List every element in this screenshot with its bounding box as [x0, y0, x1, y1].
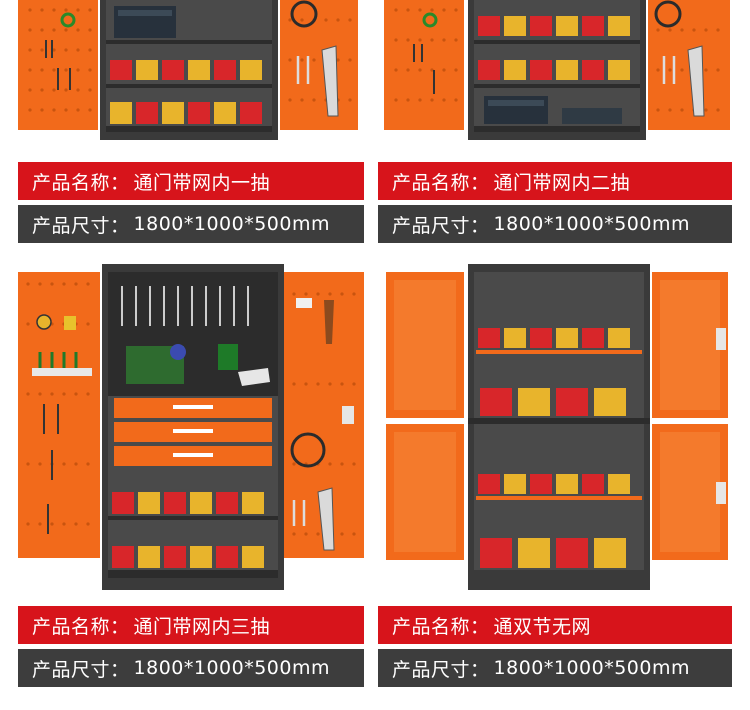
product-name-key: 产品名称：: [392, 171, 490, 194]
product-size-bar-1: 产品尺寸： 1800*1000*500mm: [18, 205, 364, 243]
product-name-value: 通门带网内一抽: [133, 171, 271, 194]
product-name-bar-2: 产品名称： 通门带网内二抽: [378, 162, 732, 200]
product-name-value: 通门带网内三抽: [133, 615, 271, 638]
product-size-value: 1800*1000*500mm: [133, 657, 331, 679]
product-name-value: 通双节无网: [493, 615, 592, 638]
product-size-value: 1800*1000*500mm: [133, 213, 331, 235]
product-name-value: 通门带网内二抽: [493, 171, 631, 194]
product-name-bar-1: 产品名称： 通门带网内一抽: [18, 162, 364, 200]
product-size-key: 产品尺寸：: [32, 214, 130, 237]
product-name-key: 产品名称：: [32, 615, 130, 638]
product-size-bar-2: 产品尺寸： 1800*1000*500mm: [378, 205, 732, 243]
product-size-value: 1800*1000*500mm: [493, 657, 691, 679]
product-size-bar-3: 产品尺寸： 1800*1000*500mm: [18, 649, 364, 687]
cabinet-image-1: [18, 0, 358, 150]
cabinet-image-4: [384, 264, 730, 594]
cabinet-image-2: [384, 0, 730, 150]
product-size-key: 产品尺寸：: [392, 658, 490, 681]
product-name-key: 产品名称：: [32, 171, 130, 194]
cabinet-image-3: [18, 264, 364, 594]
product-size-key: 产品尺寸：: [392, 214, 490, 237]
product-name-bar-3: 产品名称： 通门带网内三抽: [18, 606, 364, 644]
product-name-bar-4: 产品名称： 通双节无网: [378, 606, 732, 644]
product-size-key: 产品尺寸：: [32, 658, 130, 681]
product-size-bar-4: 产品尺寸： 1800*1000*500mm: [378, 649, 732, 687]
product-name-key: 产品名称：: [392, 615, 490, 638]
product-size-value: 1800*1000*500mm: [493, 213, 691, 235]
